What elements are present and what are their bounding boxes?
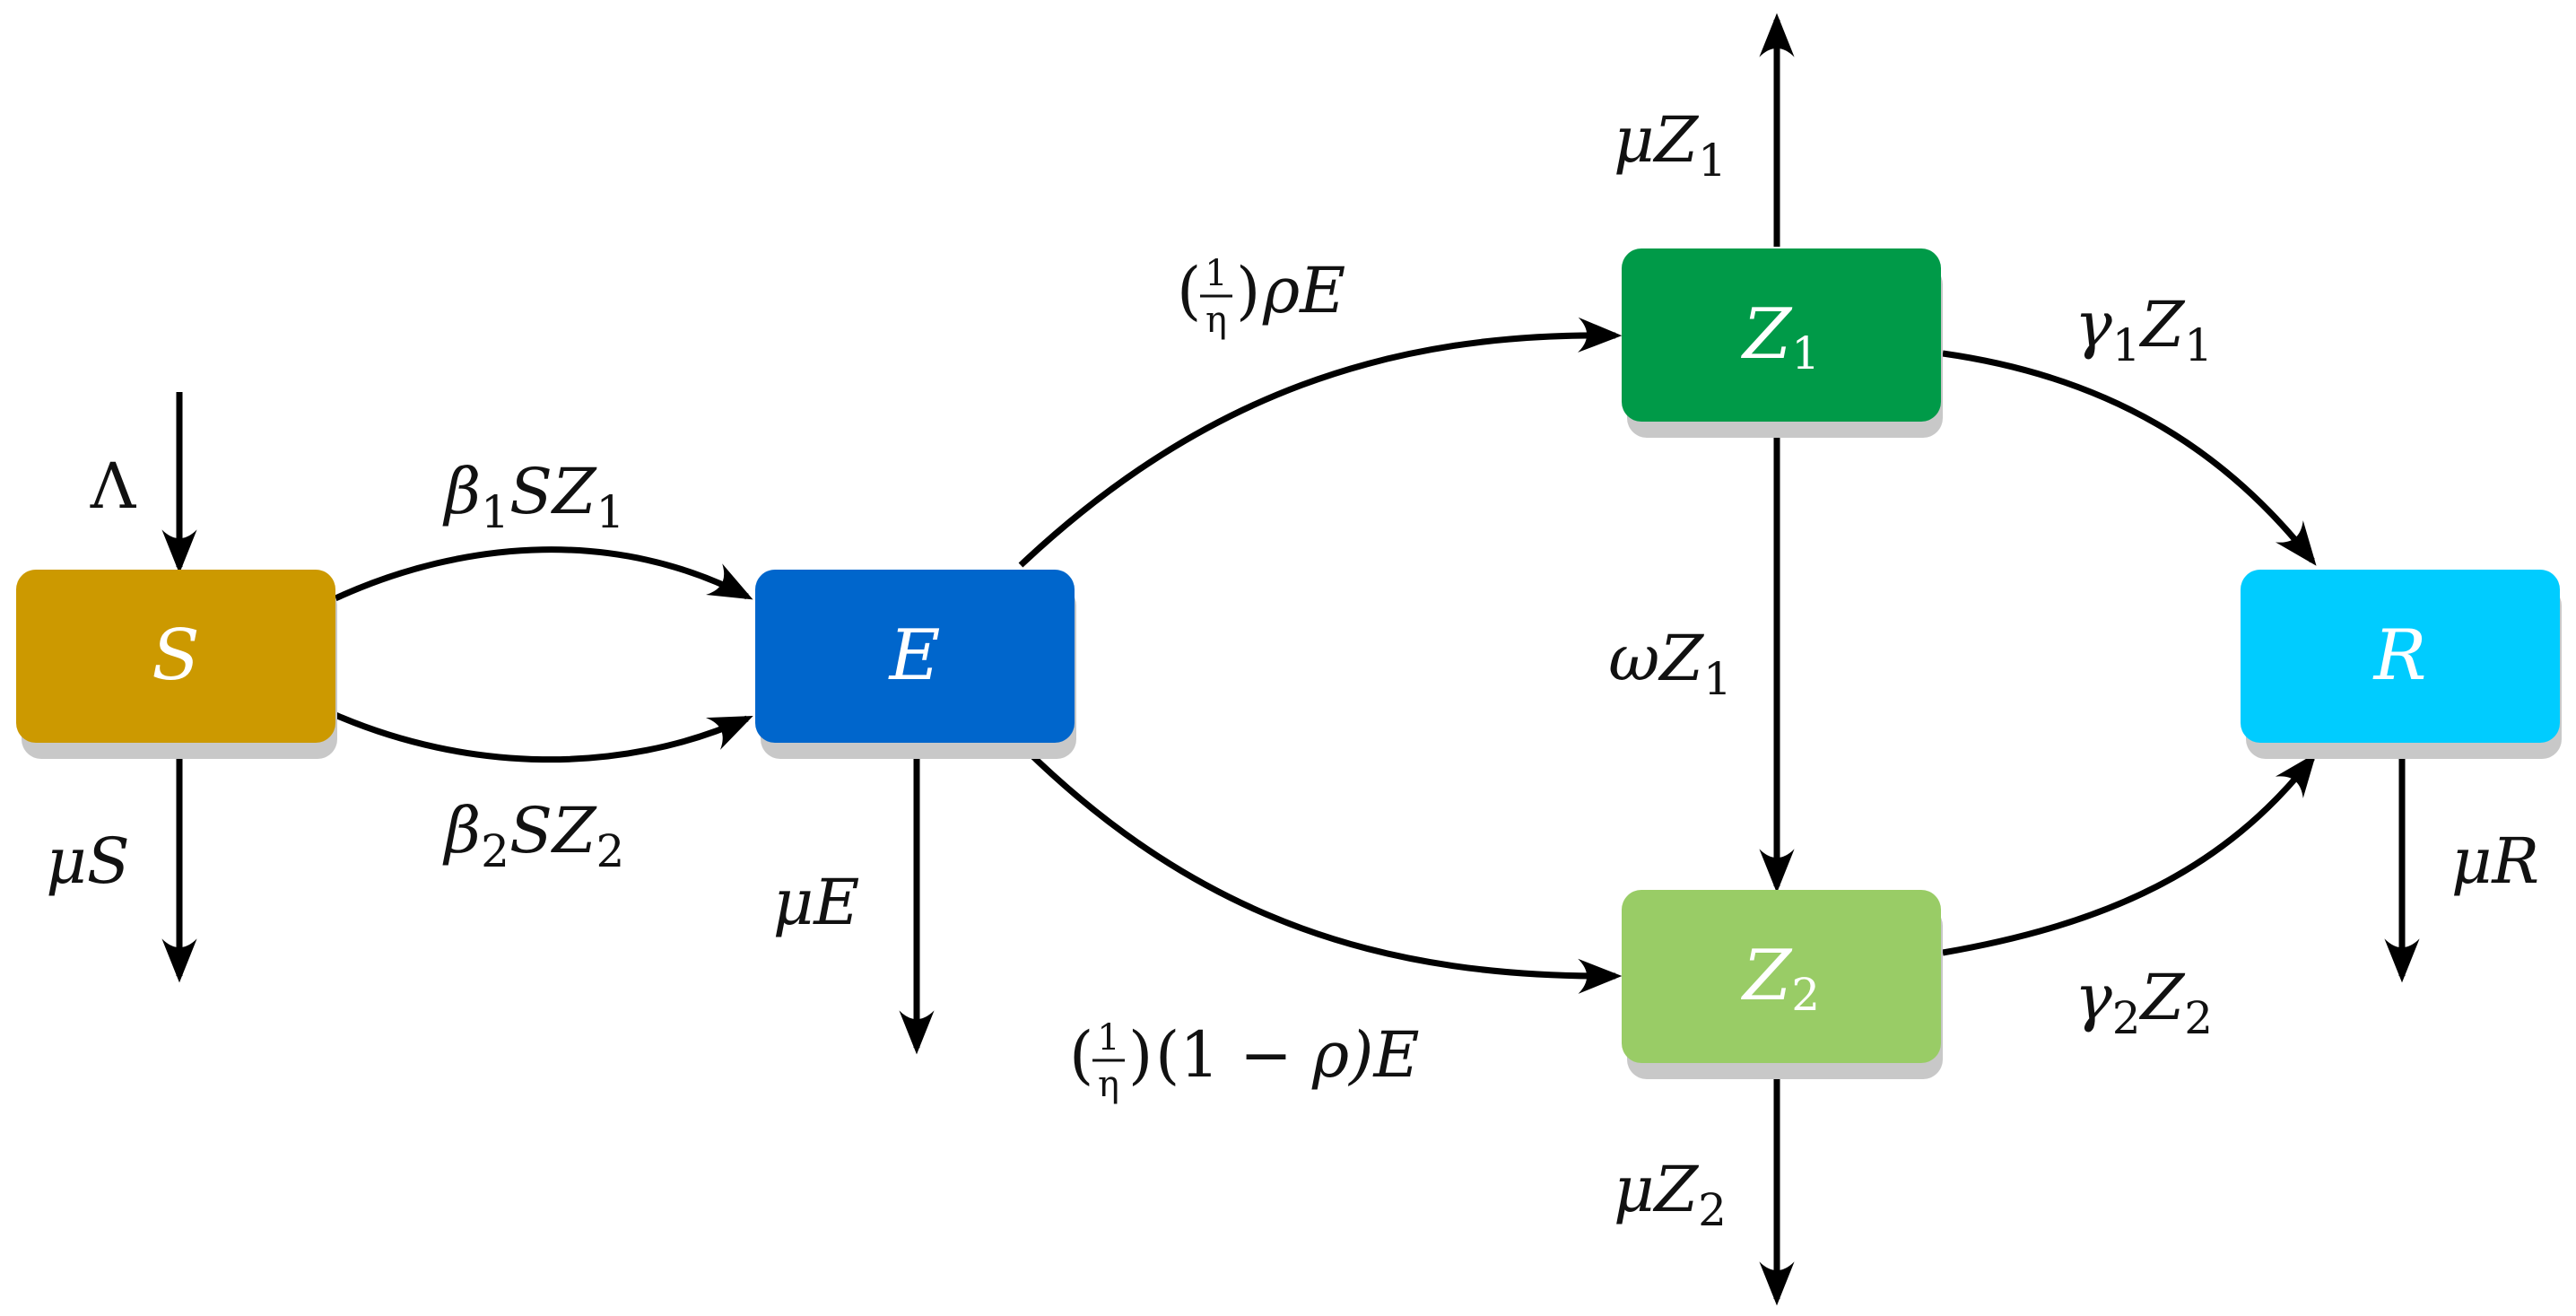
svg-text:1: 1: [1097, 1017, 1119, 1059]
svg-text:1: 1: [1205, 253, 1227, 294]
mu-z1-label: μZ1: [1614, 103, 1727, 187]
node-z1-label: Z: [1740, 294, 1793, 375]
node-z2-subscript: 2: [1791, 969, 1820, 1021]
svg-text:η: η: [1205, 300, 1227, 341]
s-to-e-lower-arrow: [334, 711, 753, 763]
svg-text:Z2: Z2: [1740, 936, 1820, 1022]
e-to-z2-arrow: [1018, 742, 1623, 994]
mu-r-label: μR: [2451, 824, 2539, 898]
z1-to-r-arrow: [1942, 350, 2317, 566]
one-minus-rho-e-label: ( 1 η ) (1 − ρ)E: [1069, 1017, 1420, 1105]
svg-text:): ): [1128, 1018, 1153, 1092]
node-z1-subscript: 1: [1791, 327, 1820, 379]
rho-e-label: ( 1 η ) ρE: [1177, 253, 1345, 341]
z2-to-r-arrow: [1942, 753, 2317, 956]
svg-text:R: R: [2372, 615, 2427, 696]
node-e: E: [755, 570, 1076, 759]
mu-e-label: μE: [773, 866, 860, 939]
gamma1-z1-label: γ1Z1: [2075, 288, 2213, 371]
s-to-e-upper-arrow: [334, 546, 753, 602]
e-to-z1-arrow: [1018, 317, 1623, 568]
svg-text:Z1: Z1: [1740, 294, 1820, 380]
mu-s-label: μS: [46, 824, 129, 898]
node-e-label: E: [888, 615, 941, 696]
svg-text:(: (: [1177, 254, 1201, 327]
node-z2: Z2: [1622, 890, 1943, 1079]
svg-text:): ): [1236, 254, 1260, 327]
node-z2-label: Z: [1740, 936, 1793, 1016]
node-s-label: S: [152, 615, 199, 696]
node-z1: Z1: [1622, 248, 1943, 438]
svg-text:η: η: [1098, 1064, 1119, 1105]
svg-text:(: (: [1069, 1018, 1093, 1092]
svg-text:S: S: [152, 615, 199, 696]
svg-text:E: E: [888, 615, 941, 696]
beta1-s-z1-label: β1SZ1: [442, 455, 625, 538]
node-r-label: R: [2372, 615, 2427, 696]
omega-z1-label: ωZ1: [1608, 622, 1732, 705]
lambda-label: Λ: [90, 449, 137, 523]
beta2-s-z2-label: β2SZ2: [442, 794, 625, 877]
node-s: S: [16, 570, 337, 759]
gamma2-z2-label: γ2Z2: [2075, 961, 2213, 1044]
node-r: R: [2241, 570, 2562, 759]
svg-text:ρE: ρE: [1262, 254, 1345, 327]
mu-z2-label: μZ2: [1614, 1153, 1727, 1236]
svg-text:(1 − ρ)E: (1 − ρ)E: [1155, 1018, 1420, 1092]
